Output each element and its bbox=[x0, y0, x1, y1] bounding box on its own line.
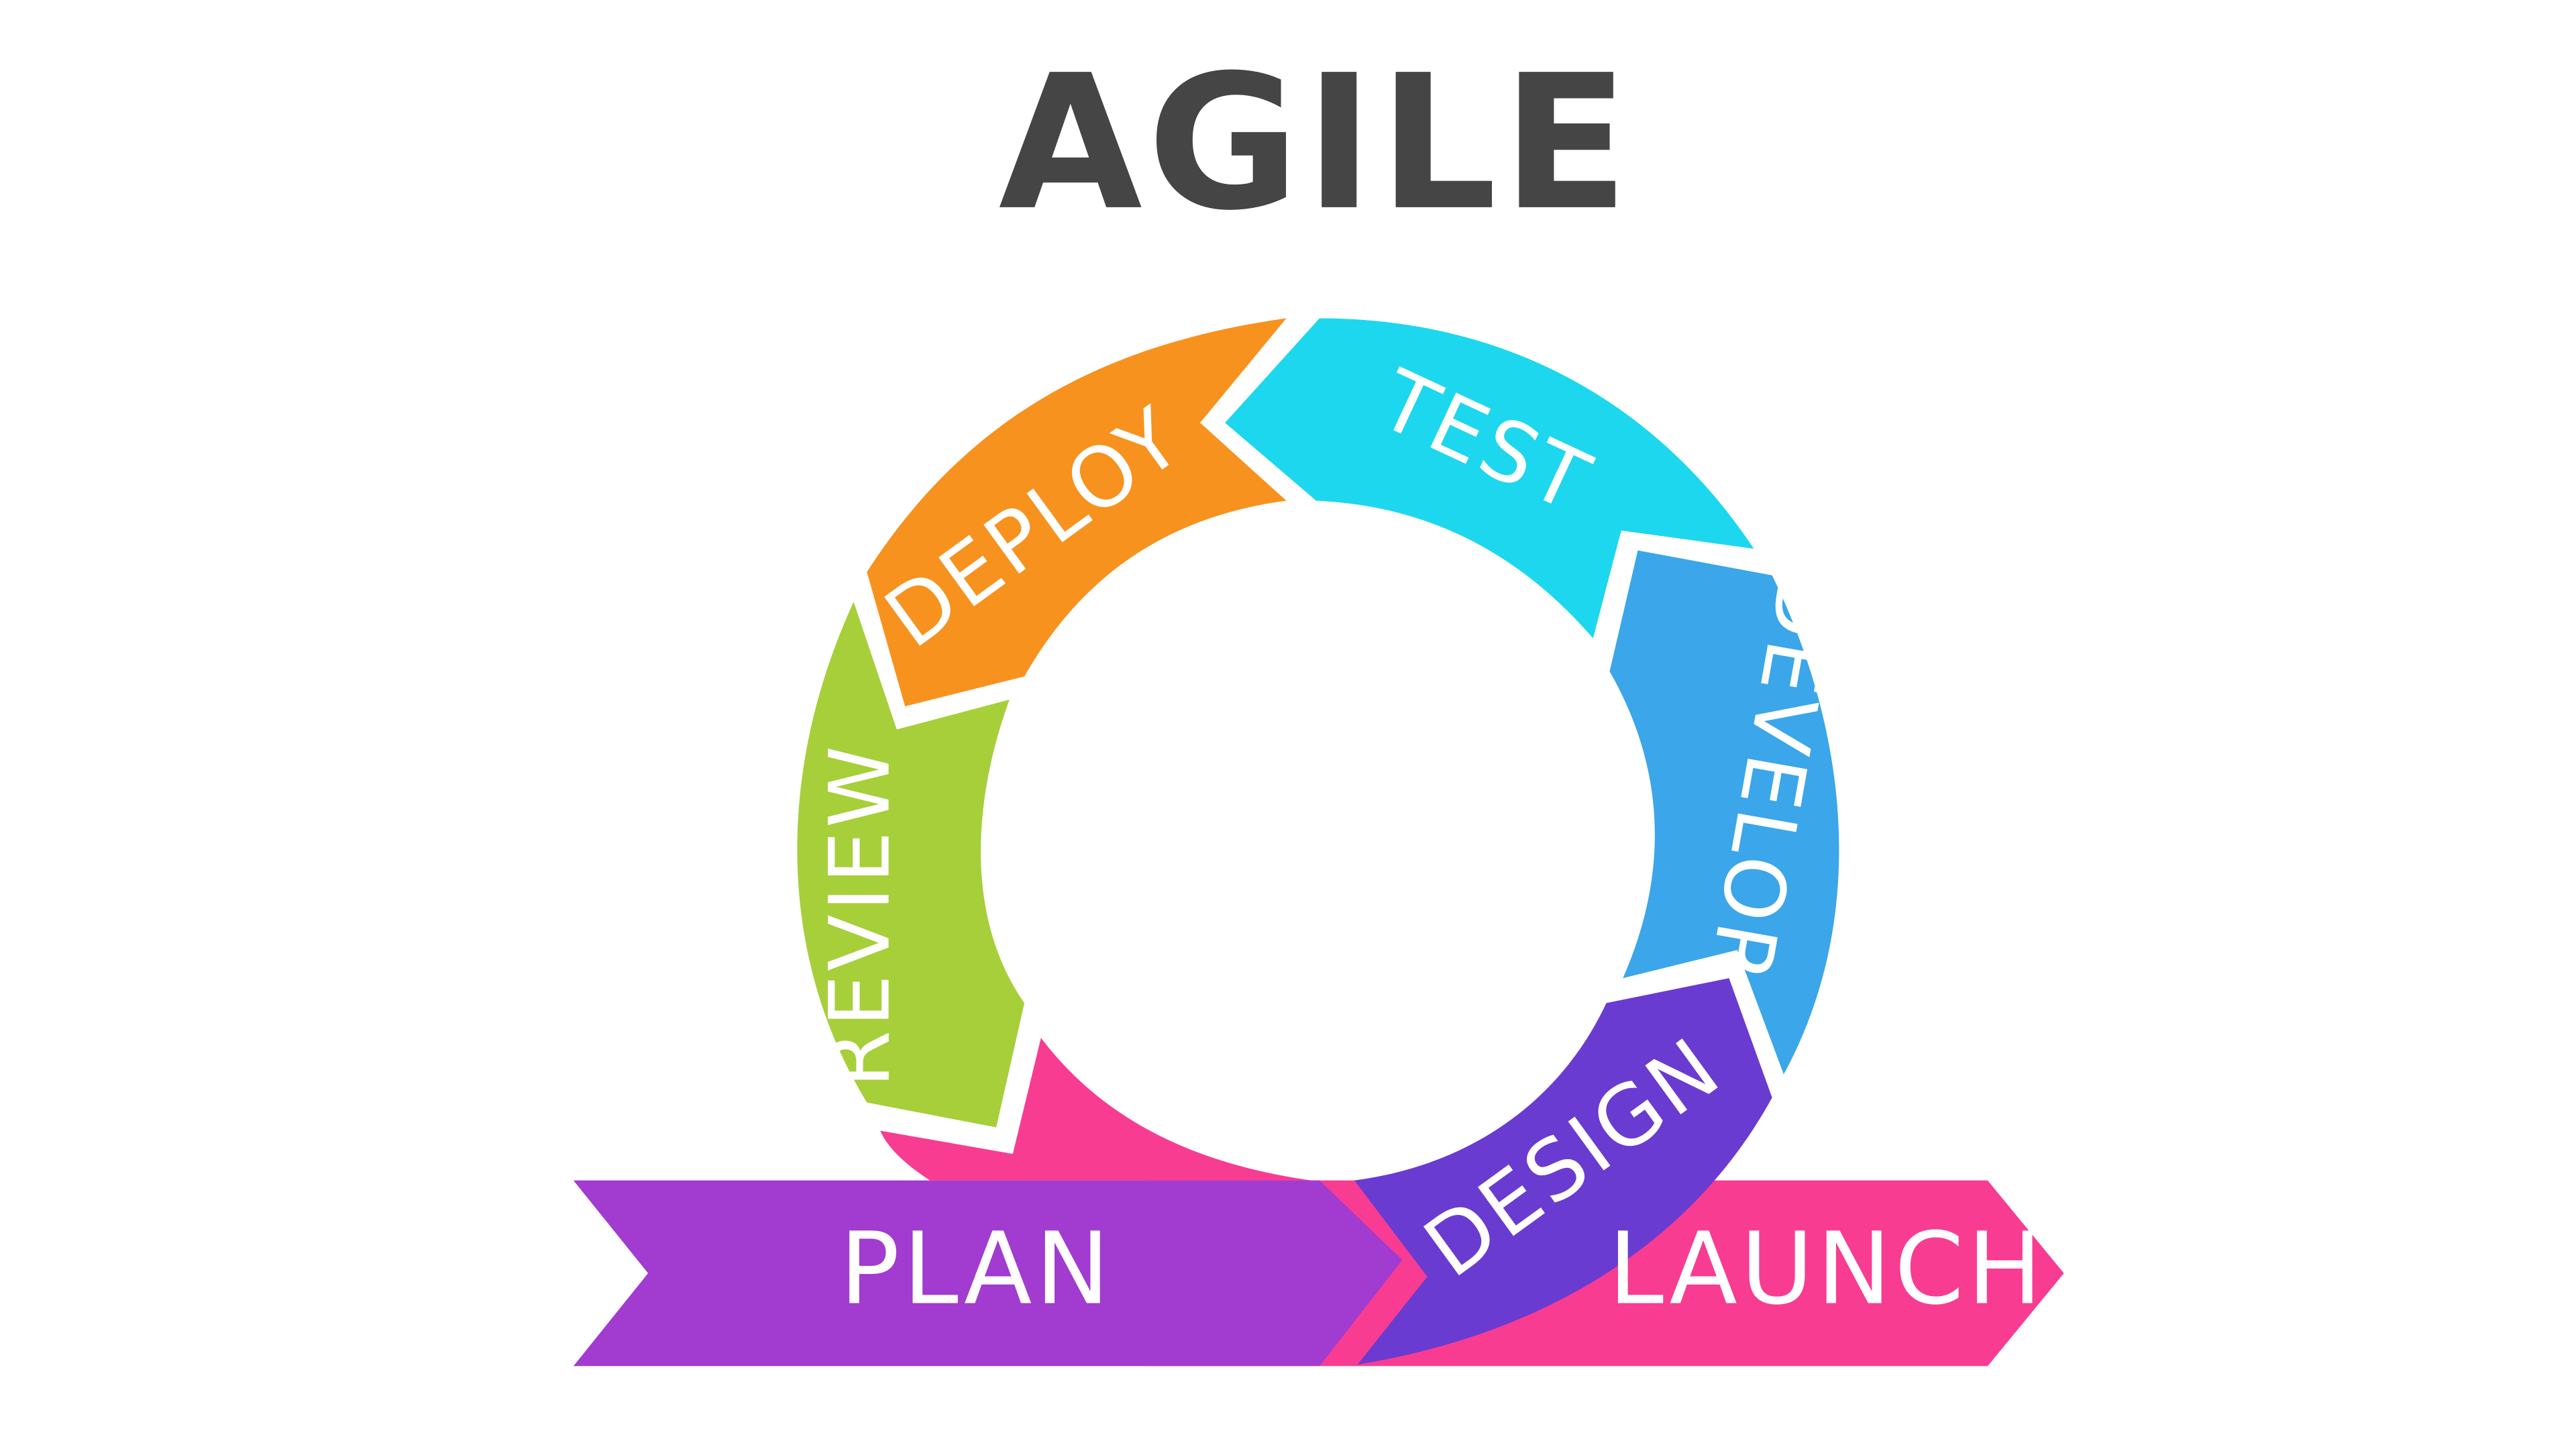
diagram-title: AGILE bbox=[999, 36, 1634, 252]
launch-label: LAUNCH bbox=[1608, 1211, 2045, 1327]
plan-banner bbox=[573, 1180, 1403, 1366]
design-segment bbox=[1354, 978, 1772, 1364]
review-segment bbox=[797, 602, 1025, 1128]
stage-label-review: REVIEW bbox=[812, 743, 908, 1088]
develop-segment bbox=[1609, 550, 1839, 1075]
test-segment bbox=[1225, 318, 1754, 639]
deploy-segment bbox=[867, 318, 1287, 706]
plan-label: PLAN bbox=[840, 1211, 1114, 1327]
launch-arc-segment bbox=[880, 1038, 1311, 1181]
